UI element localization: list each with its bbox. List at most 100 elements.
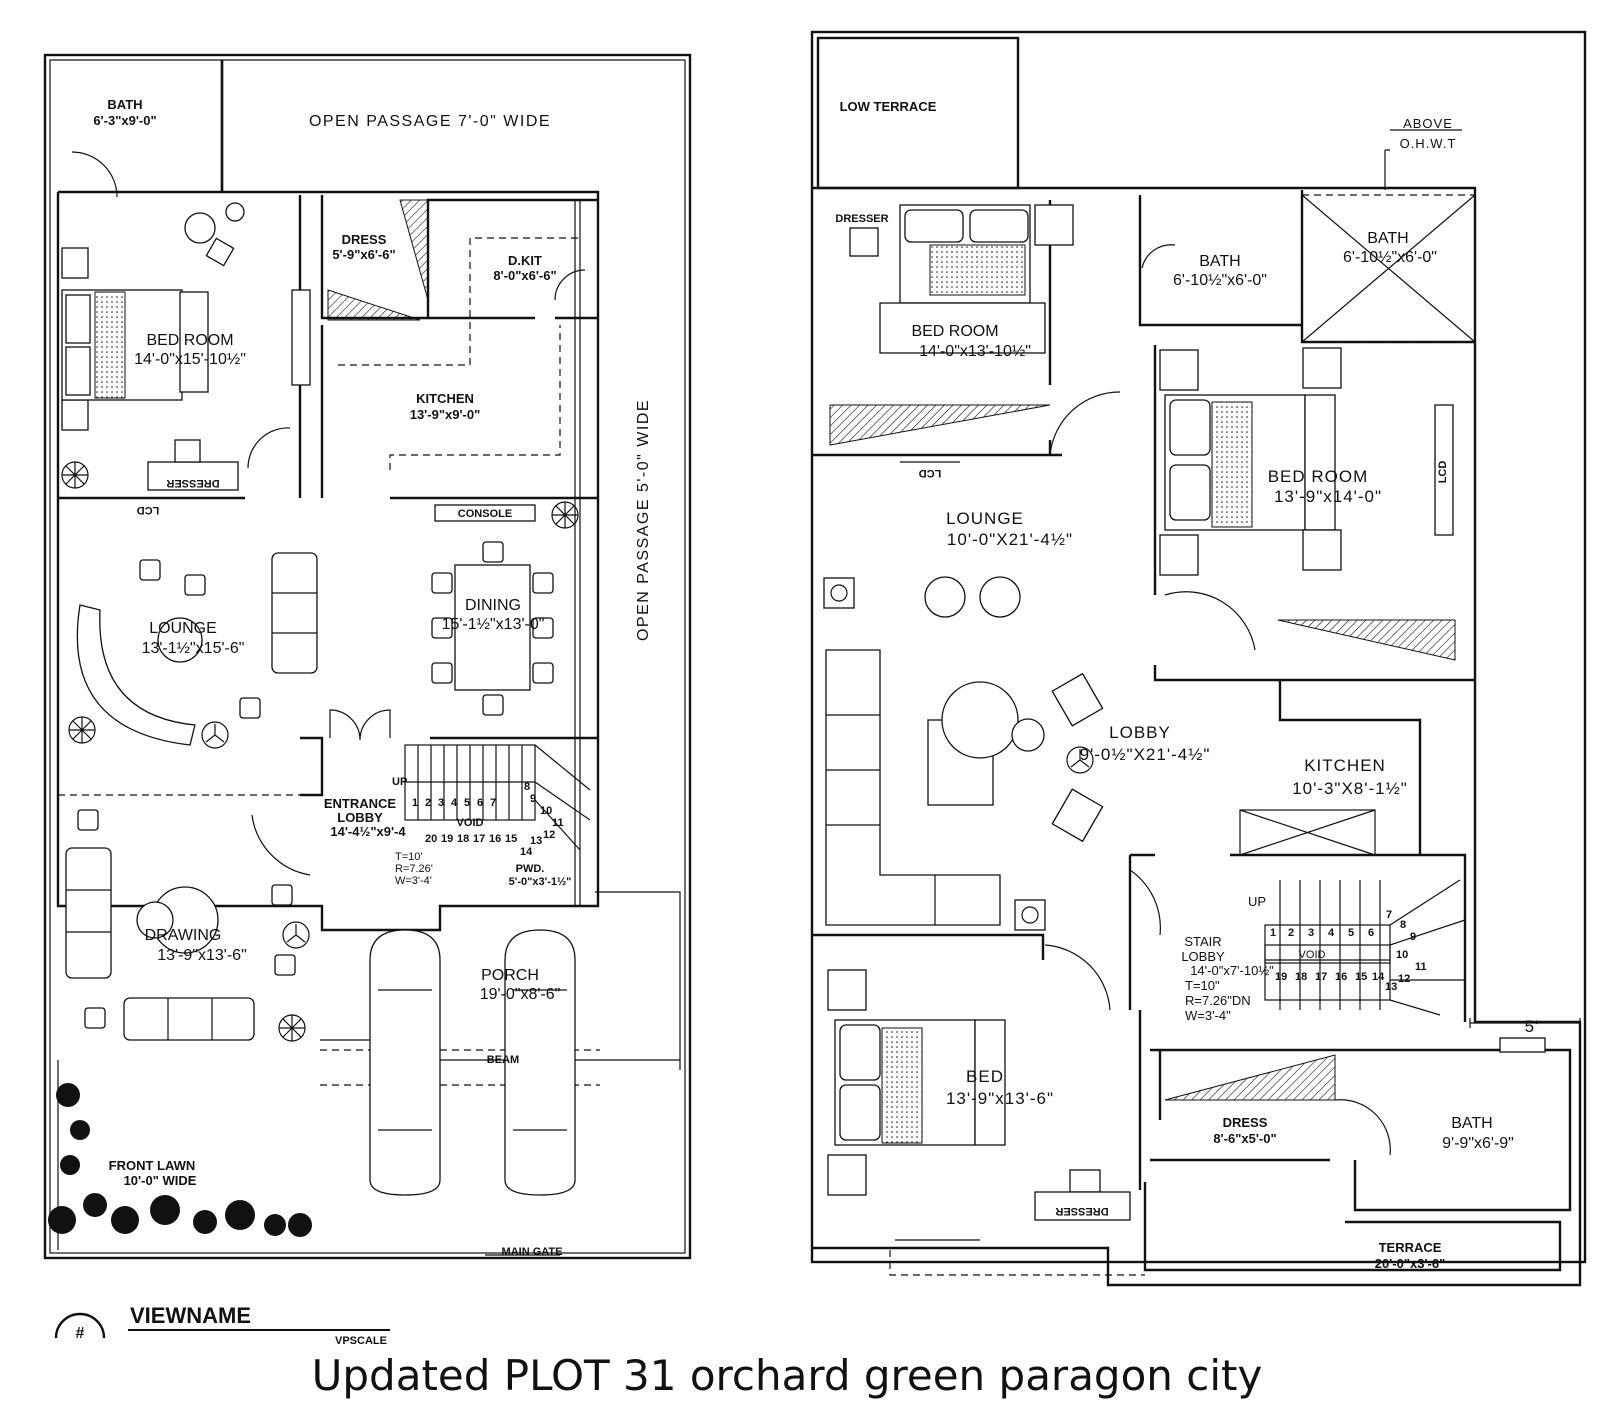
- ff-stair-num: 13: [1385, 981, 1397, 993]
- gf-entrance-lobby-line1: ENTRANCE: [324, 796, 397, 811]
- ff-bath2-name: BATH: [1367, 230, 1408, 247]
- gf-lounge-size: 13'-1½"x15'-6": [142, 640, 245, 657]
- ff-bath3-name: BATH: [1451, 1115, 1492, 1132]
- ff-bath2-size: 6'-10½"x6'-0": [1343, 249, 1437, 266]
- gf-porch-name: PORCH: [481, 967, 539, 984]
- ff-stair-num: 10: [1396, 949, 1408, 961]
- ff-stair-spec-r: R=7.26"DN: [1185, 993, 1251, 1008]
- car-left: [369, 929, 441, 1196]
- ff-kitchen-size: 10'-3"X8'-1½": [1292, 779, 1408, 798]
- gf-stair-numbers: 1 2 3 4 5 6 7 8 9 10 20 19 18 17 16 15 1…: [412, 781, 564, 858]
- ff-stair-num: 6: [1368, 927, 1374, 939]
- gf-open-passage-side: OPEN PASSAGE 5'-0" WIDE: [635, 399, 652, 641]
- ff-lobby-size: 9'-0½"X21'-4½": [1080, 745, 1211, 764]
- ff-terrace-size: 20'-0"x3'-6": [1375, 1256, 1446, 1271]
- ff-stair: [1264, 879, 1466, 1016]
- ff-bath1-name: BATH: [1199, 253, 1240, 270]
- gf-stair-num: 2: [425, 797, 431, 809]
- ff-terrace-name: TERRACE: [1379, 1240, 1442, 1255]
- ff-stair-num: 15: [1355, 971, 1367, 983]
- gf-stair-spec-r: R=7.26': [395, 863, 433, 875]
- ff-stair-num: 19: [1275, 971, 1287, 983]
- gf-beam-label: BEAM: [487, 1054, 519, 1066]
- ff-stair-num: 3: [1308, 927, 1314, 939]
- page-caption: Updated PLOT 31 orchard green paragon ci…: [312, 1351, 1263, 1400]
- ff-dress-size: 8'-6"x5'-0": [1213, 1131, 1276, 1146]
- ff-stair-num: 18: [1295, 971, 1307, 983]
- gf-kitchen-name: KITCHEN: [416, 391, 474, 406]
- ff-bed3-size: 13'-9"x13'-6": [946, 1089, 1054, 1108]
- gf-lounge-name: LOUNGE: [149, 620, 217, 637]
- gf-front-lawn-size: 10'-0" WIDE: [124, 1173, 197, 1188]
- gf-entrance-lobby-size: 14'-4½"x9'-4: [330, 824, 406, 839]
- gf-stair-num: 13: [530, 835, 542, 847]
- gf-pwd-size: 5'-0"x3'-1½": [509, 876, 572, 888]
- gf-stair-num: 7: [490, 797, 496, 809]
- gf-bath-name: BATH: [107, 97, 142, 112]
- gf-entrance-lobby-line2: LOBBY: [337, 810, 383, 825]
- ff-stair-num: 1: [1270, 927, 1276, 939]
- ff-bath3-size: 9'-9"x6'-9": [1442, 1135, 1514, 1152]
- gf-open-passage-top: OPEN PASSAGE 7'-0" WIDE: [309, 113, 551, 130]
- gf-stair-num: 1: [412, 797, 418, 809]
- gf-stair-num: 12: [543, 829, 555, 841]
- gf-stair-num: 8: [524, 781, 530, 793]
- gf-front-lawn-name: FRONT LAWN: [109, 1158, 196, 1173]
- ff-lobby-name: LOBBY: [1109, 723, 1171, 742]
- ff-stair-spec-w: W=3'-4": [1185, 1008, 1231, 1023]
- ff-stair-num: 16: [1335, 971, 1347, 983]
- ff-ohwt-label: O.H.W.T: [1400, 136, 1457, 151]
- ff-stair-num: 9: [1410, 931, 1416, 943]
- ff-bedroom1-size: 14'-0"x13'-10½": [919, 343, 1031, 360]
- ff-kitchen-name: KITCHEN: [1304, 756, 1386, 775]
- gf-pwd-name: PWD.: [516, 863, 545, 875]
- gf-dining-name: DINING: [465, 597, 521, 614]
- title-block-marker: #: [76, 1325, 85, 1342]
- ff-bedroom2-name: BED ROOM: [1268, 467, 1369, 486]
- ff-stair-num: 14: [1372, 971, 1385, 983]
- gf-stair-num: 3: [438, 797, 444, 809]
- gf-stair-num: 20: [425, 833, 437, 845]
- gf-dkit-size: 8'-0"x6'-6": [493, 268, 556, 283]
- gf-stair-num: 17: [473, 833, 485, 845]
- gf-bath-size: 6'-3"x9'-0": [93, 113, 156, 128]
- gf-stair-num: 19: [441, 833, 453, 845]
- ff-stair-spec-t: T=10": [1185, 978, 1220, 993]
- first-floor-plan: [810, 30, 1587, 1287]
- gf-stair-spec-t: T=10': [395, 851, 422, 863]
- gf-bedroom-name: BED ROOM: [146, 332, 233, 349]
- gf-kitchen-size: 13'-9"x9'-0": [410, 407, 481, 422]
- gf-dress-size: 5'-9"x6'-6": [332, 247, 395, 262]
- gf-stair-num: 6: [477, 797, 483, 809]
- ground-stair: [404, 744, 591, 851]
- ff-lcd-label-lounge: LCD: [919, 467, 942, 479]
- ff-lcd-label: LCD: [1437, 461, 1449, 484]
- ff-dim-5: 5': [1525, 1017, 1540, 1036]
- ff-stair-lobby-line2: LOBBY: [1181, 949, 1225, 964]
- ff-stair-up: UP: [1248, 894, 1266, 909]
- ff-bedroom2-size: 13'-9"x14'-0": [1274, 487, 1382, 506]
- ff-stair-lobby-size: 14'-0"x7'-10½": [1190, 963, 1274, 978]
- gf-dkit-name: D.KIT: [508, 253, 542, 268]
- car-right: [504, 929, 576, 1196]
- gf-dress-name: DRESS: [342, 232, 387, 247]
- ff-stair-num: 8: [1400, 919, 1406, 931]
- gf-stair-num: 9: [530, 793, 536, 805]
- ff-low-terrace: LOW TERRACE: [840, 99, 937, 114]
- gf-stair-num: 16: [489, 833, 501, 845]
- ff-stair-void: VOID: [1299, 949, 1326, 961]
- gf-stair-num: 10: [540, 805, 552, 817]
- gf-drawing-size: 13'-9"x13'-6": [157, 947, 247, 964]
- ff-lounge-size: 10'-0"X21'-4½": [947, 530, 1073, 549]
- gf-stair-num: 11: [552, 817, 564, 829]
- ff-bedroom1-name: BED ROOM: [911, 323, 998, 340]
- ground-floor-plan: [43, 53, 692, 1260]
- ff-dresser-top: DRESSER: [835, 213, 888, 225]
- gf-drawing-name: DRAWING: [145, 927, 222, 944]
- gf-main-gate: MAIN GATE: [502, 1246, 563, 1258]
- lawn-plants: [48, 1083, 312, 1237]
- ff-bath1-size: 6'-10½"x6'-0": [1173, 272, 1267, 289]
- ff-stair-num: 5: [1348, 927, 1354, 939]
- ff-bed3-name: BED: [966, 1067, 1004, 1086]
